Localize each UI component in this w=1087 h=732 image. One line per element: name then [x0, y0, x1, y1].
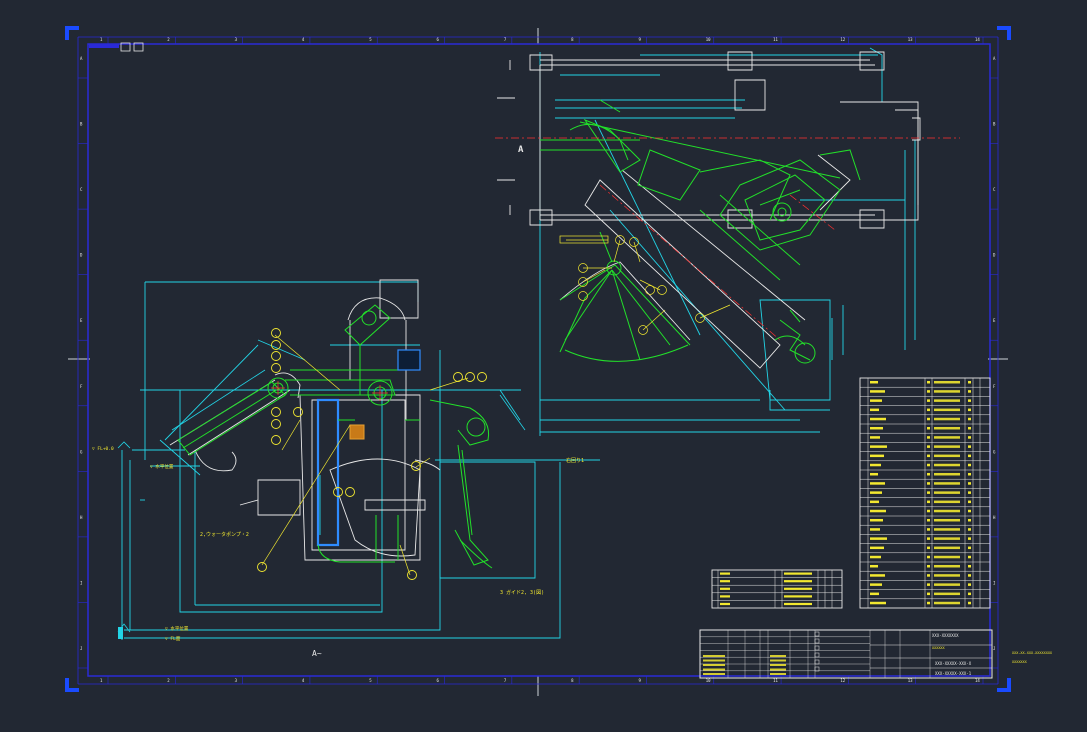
- note-left: 2,ウォータポンプ・2: [200, 531, 249, 538]
- bottom-ruler-label: 6: [437, 678, 440, 683]
- parts-list-table: [859, 377, 991, 609]
- side-note-2: XXXXXXX: [1012, 660, 1028, 664]
- right-ruler-label: G: [993, 449, 996, 454]
- view-label-a: A: [518, 145, 524, 155]
- right-ruler-label: C: [993, 187, 996, 192]
- right-ruler-label: E: [993, 318, 996, 323]
- top-ruler-label: 8: [571, 37, 574, 42]
- right-plan-view: [495, 47, 960, 436]
- top-ruler-label: 10: [706, 37, 711, 42]
- left-ruler-label: I: [80, 580, 83, 585]
- bottom-ruler-label: 1: [100, 678, 103, 683]
- view-label-arrow: A~: [312, 649, 322, 658]
- bottom-ruler-label: 14: [975, 678, 980, 683]
- top-ruler-label: 12: [840, 37, 845, 42]
- right-ruler-label: I: [993, 580, 996, 585]
- left-ruler-label: C: [80, 187, 83, 192]
- title-block-drawing-no-2: XXX-XXXXX-XXX-1: [935, 671, 972, 676]
- top-ruler-label: 7: [504, 37, 507, 42]
- top-ruler-label: 9: [638, 37, 641, 42]
- left-ruler-label: B: [80, 122, 83, 127]
- left-ruler-label: E: [80, 318, 83, 323]
- bottom-ruler-label: 10: [706, 678, 711, 683]
- left-ruler-label: F: [80, 384, 83, 389]
- left-ruler-label: A: [80, 56, 83, 61]
- right-ruler-label: F: [993, 384, 996, 389]
- note-top-label: 右回り1: [566, 457, 584, 464]
- level-label-2: ▽ 水平位置: [150, 463, 174, 470]
- left-ruler-label: J: [80, 646, 82, 651]
- hatch-block: [349, 424, 365, 440]
- revision-table: [711, 569, 843, 609]
- left-elevation-view: [117, 279, 600, 640]
- title-block-subtitle: XXXXXX: [932, 646, 946, 650]
- top-ruler-label: 13: [908, 37, 913, 42]
- bottom-ruler-label: 4: [302, 678, 305, 683]
- bottom-ruler-label: 3: [235, 678, 238, 683]
- top-ruler-label: 6: [437, 37, 440, 42]
- top-ruler-label: 14: [975, 37, 980, 42]
- top-ruler-label: 4: [302, 37, 305, 42]
- note-bottom-right: 3 ガイド2, 3(図): [500, 589, 544, 596]
- right-ruler-label: D: [993, 253, 996, 258]
- title-block-drawing-no-1: XXX-XXXXX-XXX-X: [935, 661, 972, 666]
- corner-marks: [65, 26, 1011, 692]
- level-label-4: ▽ FL面: [165, 636, 181, 642]
- drawing-frame: [77, 36, 999, 685]
- top-ruler-label: 2: [167, 37, 170, 42]
- side-note-1: XXX-XX-XXX-XXXXXXXX: [1012, 651, 1053, 655]
- bottom-ruler-label: 7: [504, 678, 507, 683]
- top-ruler-label: 3: [235, 37, 238, 42]
- annotations: A A~ 2,ウォータポンプ・2 3 ガイド2, 3(図) 右回り1 ▽ FL+…: [92, 145, 1053, 664]
- top-ruler-label: 5: [369, 37, 372, 42]
- crosshair: [68, 28, 1008, 696]
- title-block: XXX-XXXXXXX XXXXXX XXX-XXXXX-XXX-X XXX-XXXX…: [699, 629, 993, 679]
- top-ruler-label: 1: [100, 37, 103, 42]
- right-ruler-label: J: [993, 646, 995, 651]
- bottom-ruler-label: 5: [369, 678, 372, 683]
- title-block-title: XXX-XXXXXXX: [932, 633, 959, 638]
- left-ruler-label: H: [80, 515, 83, 520]
- right-ruler-label: A: [993, 56, 996, 61]
- bottom-ruler-label: 2: [167, 678, 170, 683]
- bottom-ruler-label: 12: [840, 678, 845, 683]
- level-label-3: ▽ 水平位置: [165, 625, 189, 632]
- level-label-1: ▽ FL+0.0: [92, 446, 114, 452]
- bottom-ruler-label: 9: [638, 678, 641, 683]
- bottom-ruler-label: 13: [908, 678, 913, 683]
- right-ruler-label: H: [993, 515, 996, 520]
- top-ruler-label: 11: [773, 37, 778, 42]
- left-ruler-label: D: [80, 253, 83, 258]
- left-ruler-label: G: [80, 449, 83, 454]
- bottom-ruler-label: 8: [571, 678, 574, 683]
- right-ruler-label: B: [993, 122, 996, 127]
- bottom-ruler-label: 11: [773, 678, 778, 683]
- ucs-icon: [89, 42, 144, 52]
